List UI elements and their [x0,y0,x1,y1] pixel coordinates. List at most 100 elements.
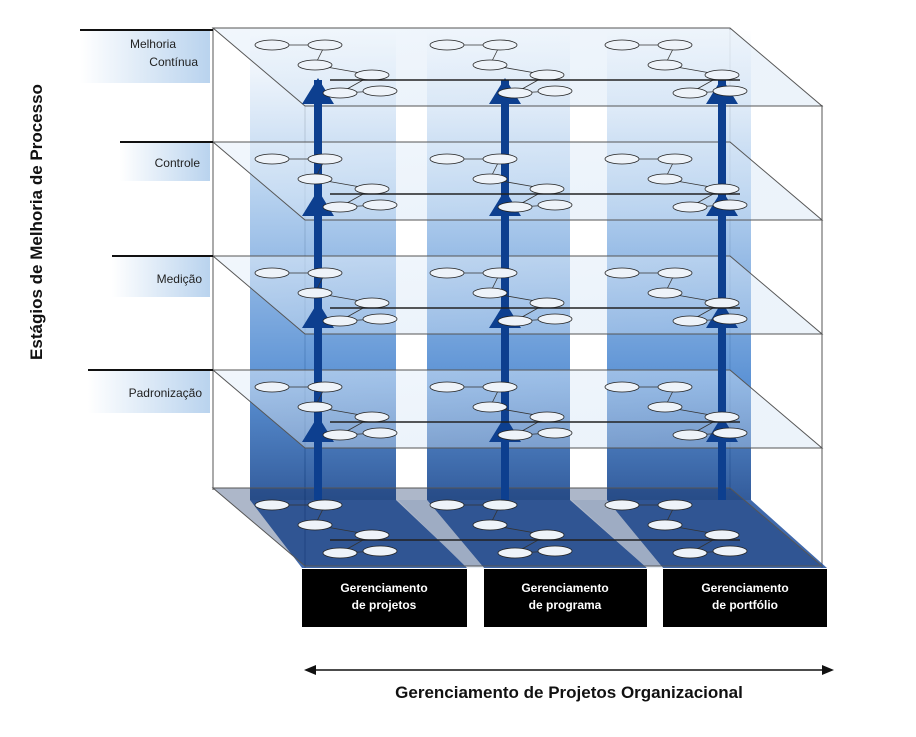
process-node [497,315,533,327]
stage-labels: Melhoria Contínua Controle Medição Padro… [80,29,213,413]
process-node [354,69,390,81]
process-node [472,287,508,299]
domain-labels: Gerenciamento de projetos Gerenciamento … [302,569,827,627]
process-node [537,545,573,557]
process-node [362,545,398,557]
process-node [482,153,518,165]
y-axis-label: Estágios de Melhoria de Processo [27,84,46,360]
process-node [497,87,533,99]
arrow-shaft [718,80,726,500]
process-node [704,183,740,195]
arrow-head [302,78,334,104]
process-node [529,297,565,309]
process-node [604,153,640,165]
stage-label: Medição [157,272,203,286]
process-node [537,313,573,325]
domain-label-line2: de projetos [352,598,417,612]
process-node [482,499,518,511]
process-node [647,59,683,71]
process-node [322,315,358,327]
process-node [254,499,290,511]
process-node [529,183,565,195]
process-node [712,199,748,211]
process-node [297,401,333,413]
stage-label: Padronização [129,386,203,400]
process-node [254,153,290,165]
process-node [704,411,740,423]
process-node [307,153,343,165]
process-node [354,411,390,423]
process-node [307,39,343,51]
stage-tab-padronizacao: Padronização [88,369,213,413]
process-node [482,267,518,279]
stage-tab-melhoria-continua: Melhoria Contínua [80,29,213,83]
process-node [482,381,518,393]
x-axis-arrow [304,665,834,675]
process-node [429,381,465,393]
process-node [254,39,290,51]
process-node [354,297,390,309]
process-node [297,59,333,71]
process-node [354,183,390,195]
process-node [529,529,565,541]
process-node [712,427,748,439]
process-node [672,547,708,559]
process-node [604,499,640,511]
process-node [497,429,533,441]
process-node [657,499,693,511]
domain-label-line1: Gerenciamento [701,581,788,595]
process-node [497,547,533,559]
process-node [704,69,740,81]
process-node [429,39,465,51]
process-node [322,201,358,213]
process-node [362,313,398,325]
process-node [704,529,740,541]
process-node [429,153,465,165]
domain-label-programa: Gerenciamento de programa [484,569,647,627]
process-node [712,313,748,325]
process-nodes [254,39,748,559]
process-node [297,173,333,185]
stage-label-line2: Contínua [149,55,198,69]
process-node [537,199,573,211]
process-node [429,267,465,279]
domain-label-line2: de portfólio [712,598,778,612]
process-node [657,381,693,393]
process-node [647,401,683,413]
process-node [254,381,290,393]
floor-gap [398,500,484,568]
process-node [672,315,708,327]
process-node [712,545,748,557]
x-axis-label: Gerenciamento de Projetos Organizacional [395,683,743,702]
process-node [472,519,508,531]
stage-tab-medicao: Medição [112,255,213,297]
stage-label: Controle [155,156,201,170]
process-node [322,429,358,441]
domain-label-portfolio: Gerenciamento de portfólio [663,569,827,627]
process-node [647,173,683,185]
stage-label-line1: Melhoria [130,37,176,51]
process-node [307,381,343,393]
process-node [657,39,693,51]
process-node [362,199,398,211]
process-node [537,85,573,97]
process-node [529,411,565,423]
process-node [297,519,333,531]
process-node [297,287,333,299]
process-node [604,39,640,51]
process-node [472,59,508,71]
process-node [429,499,465,511]
process-node [604,381,640,393]
process-node [672,201,708,213]
process-node [712,85,748,97]
process-node [354,529,390,541]
domain-label-line2: de programa [529,598,602,612]
process-node [647,519,683,531]
process-node [362,427,398,439]
process-node [322,87,358,99]
domain-label-line1: Gerenciamento [521,581,608,595]
process-node [672,87,708,99]
process-node [482,39,518,51]
process-node [472,401,508,413]
